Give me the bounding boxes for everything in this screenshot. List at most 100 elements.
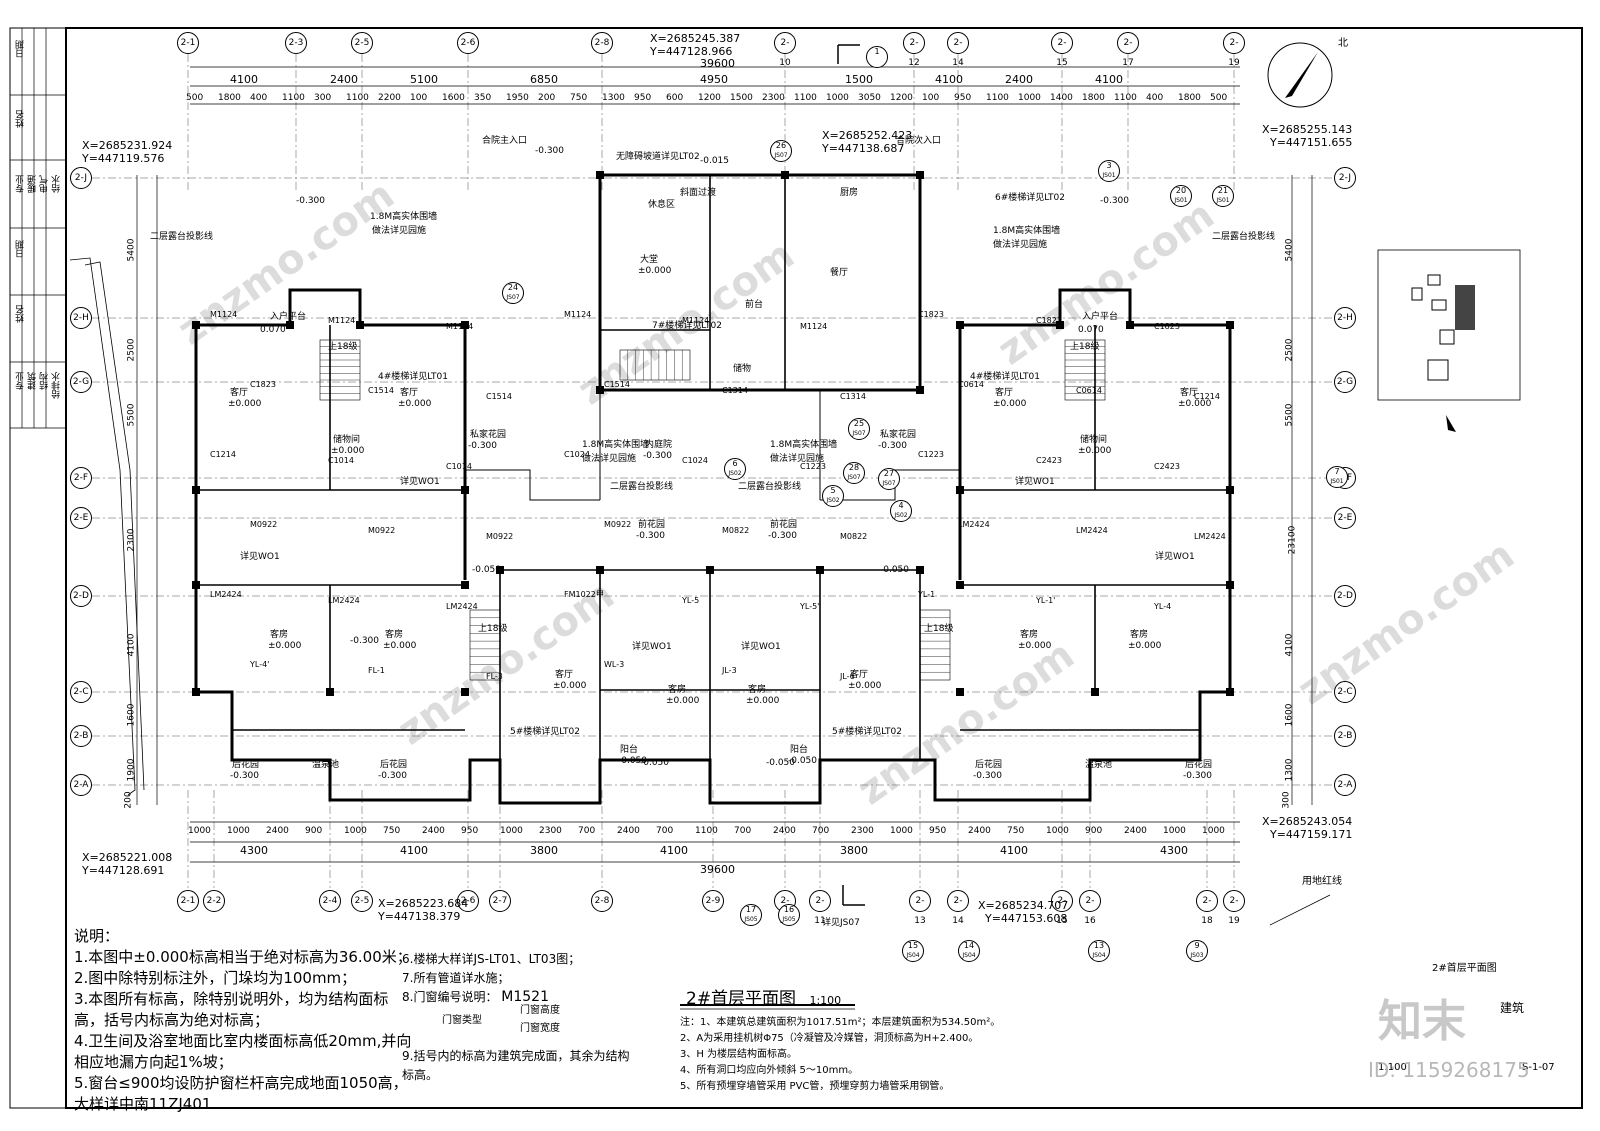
- dimension-value: 2300: [126, 528, 137, 552]
- room-name: 储物: [733, 364, 752, 374]
- coordinate-y: Y=447119.576: [82, 152, 165, 165]
- annotation: 详见WO1: [741, 642, 781, 652]
- axis-bubble: 2-18: [1196, 890, 1218, 926]
- section-mark-number: 5: [830, 486, 836, 495]
- annotation: -0.300: [296, 196, 326, 206]
- door-window-tag: YL-1: [918, 590, 936, 599]
- dimension-value: 2400: [773, 826, 796, 836]
- column: [461, 581, 469, 589]
- door-window-tag: C1514: [604, 380, 630, 389]
- section-mark-number: 15: [907, 941, 919, 950]
- title-block-lines: [10, 28, 66, 429]
- section-mark-number: 16: [783, 905, 795, 914]
- dimension-value: 4100: [935, 73, 963, 86]
- axis-bubble: 2-E: [1334, 507, 1356, 529]
- room-level: ±0.000: [228, 399, 262, 409]
- door-window-tag: M1124: [682, 316, 710, 325]
- door-window-tag: YL-4: [1154, 602, 1172, 611]
- dimension-value: 1100: [346, 93, 369, 103]
- column: [356, 321, 364, 329]
- dimension-value: 1800: [1178, 93, 1201, 103]
- coordinate-x: X=2685231.924: [82, 139, 173, 152]
- coordinate-x: X=2685243.054: [1262, 815, 1353, 828]
- dimension-value: 2400: [330, 73, 358, 86]
- room-level: -0.300: [643, 451, 673, 461]
- axis-bubble: 2-A: [70, 774, 92, 796]
- column: [461, 321, 469, 329]
- title-underline: [680, 1004, 855, 1010]
- section-mark-number: 17: [745, 905, 757, 914]
- axis-bubble: 2-H: [1334, 307, 1356, 329]
- section-mark-number: 20: [1175, 186, 1187, 195]
- door-window-tag: C1514: [486, 392, 512, 401]
- coordinate-x: X=2685221.008: [82, 851, 173, 864]
- adjacent-building: [69, 257, 145, 796]
- annotation: 0.070: [260, 325, 286, 335]
- section-mark-number: 21: [1217, 186, 1229, 195]
- axis-bubble: 2-C: [1334, 681, 1356, 703]
- axis-bubble: 2-J: [70, 167, 92, 189]
- dimension-value: 4100: [400, 844, 428, 857]
- axis-bubble: 2-B: [1334, 725, 1356, 747]
- door-window-tag: YL-5': [800, 602, 820, 611]
- axis-bubble: 2-14: [947, 32, 969, 68]
- axis-bubble: 2-D: [1334, 585, 1356, 607]
- column: [326, 688, 334, 696]
- door-window-tag: M0922: [250, 520, 278, 529]
- axis-bubble: 2-G: [70, 371, 92, 393]
- note-item: 2、A为采用挂机树Φ75（冷凝管及冷媒管，洞顶标高为H+2.400。: [680, 1033, 979, 1044]
- column: [1056, 321, 1064, 329]
- door-window-tag: LM2424: [1194, 532, 1226, 541]
- annotation: 5#楼梯详见LT02: [510, 727, 580, 737]
- coordinate-x: X=2685223.684: [378, 897, 469, 910]
- annotation: -0.300: [1100, 196, 1130, 206]
- section-mark-number: 26: [775, 141, 787, 150]
- door-window-tag: FM1022甲: [564, 590, 604, 599]
- annotation: -0.050: [880, 565, 910, 575]
- door-window-tag: C1314: [840, 392, 866, 401]
- exterior-walls: [194, 173, 1232, 805]
- sheet-scale: 1:100: [1378, 1062, 1407, 1073]
- annotation: 1.8M高实体围墙: [370, 212, 438, 222]
- annotation: 合院次入口: [896, 136, 942, 146]
- section-mark[interactable]: 1: [866, 46, 888, 68]
- door-window-tag: C1823: [1154, 322, 1180, 331]
- dimension-value: 2400: [422, 826, 445, 836]
- dimension-value: 1000: [344, 826, 367, 836]
- room-level: -0.300: [636, 531, 666, 541]
- axis-bubble: 2-B: [70, 725, 92, 747]
- annotation: 详见WO1: [240, 552, 280, 562]
- column: [1226, 688, 1234, 696]
- dimension-value: 100: [410, 93, 428, 103]
- dimension-value: 1200: [890, 93, 913, 103]
- general-notes-mid: 6.楼梯大样详JS-LT01、LT03图； 7.所有管道详水施； 8.门窗编号说…: [402, 950, 662, 1085]
- room-name: 储物间: [333, 435, 361, 445]
- dimension-value: 1000: [890, 826, 913, 836]
- dimension-value: 750: [570, 93, 588, 103]
- door-window-tag: M1124: [328, 316, 356, 325]
- dimension-value: 1800: [218, 93, 241, 103]
- dimension-value: 2500: [126, 338, 137, 362]
- axis-bubble: 2-1: [177, 32, 199, 54]
- door-window-tag: C1223: [918, 450, 944, 459]
- dimension-value: 6850: [530, 73, 558, 86]
- door-window-tag: YL-5: [682, 596, 700, 605]
